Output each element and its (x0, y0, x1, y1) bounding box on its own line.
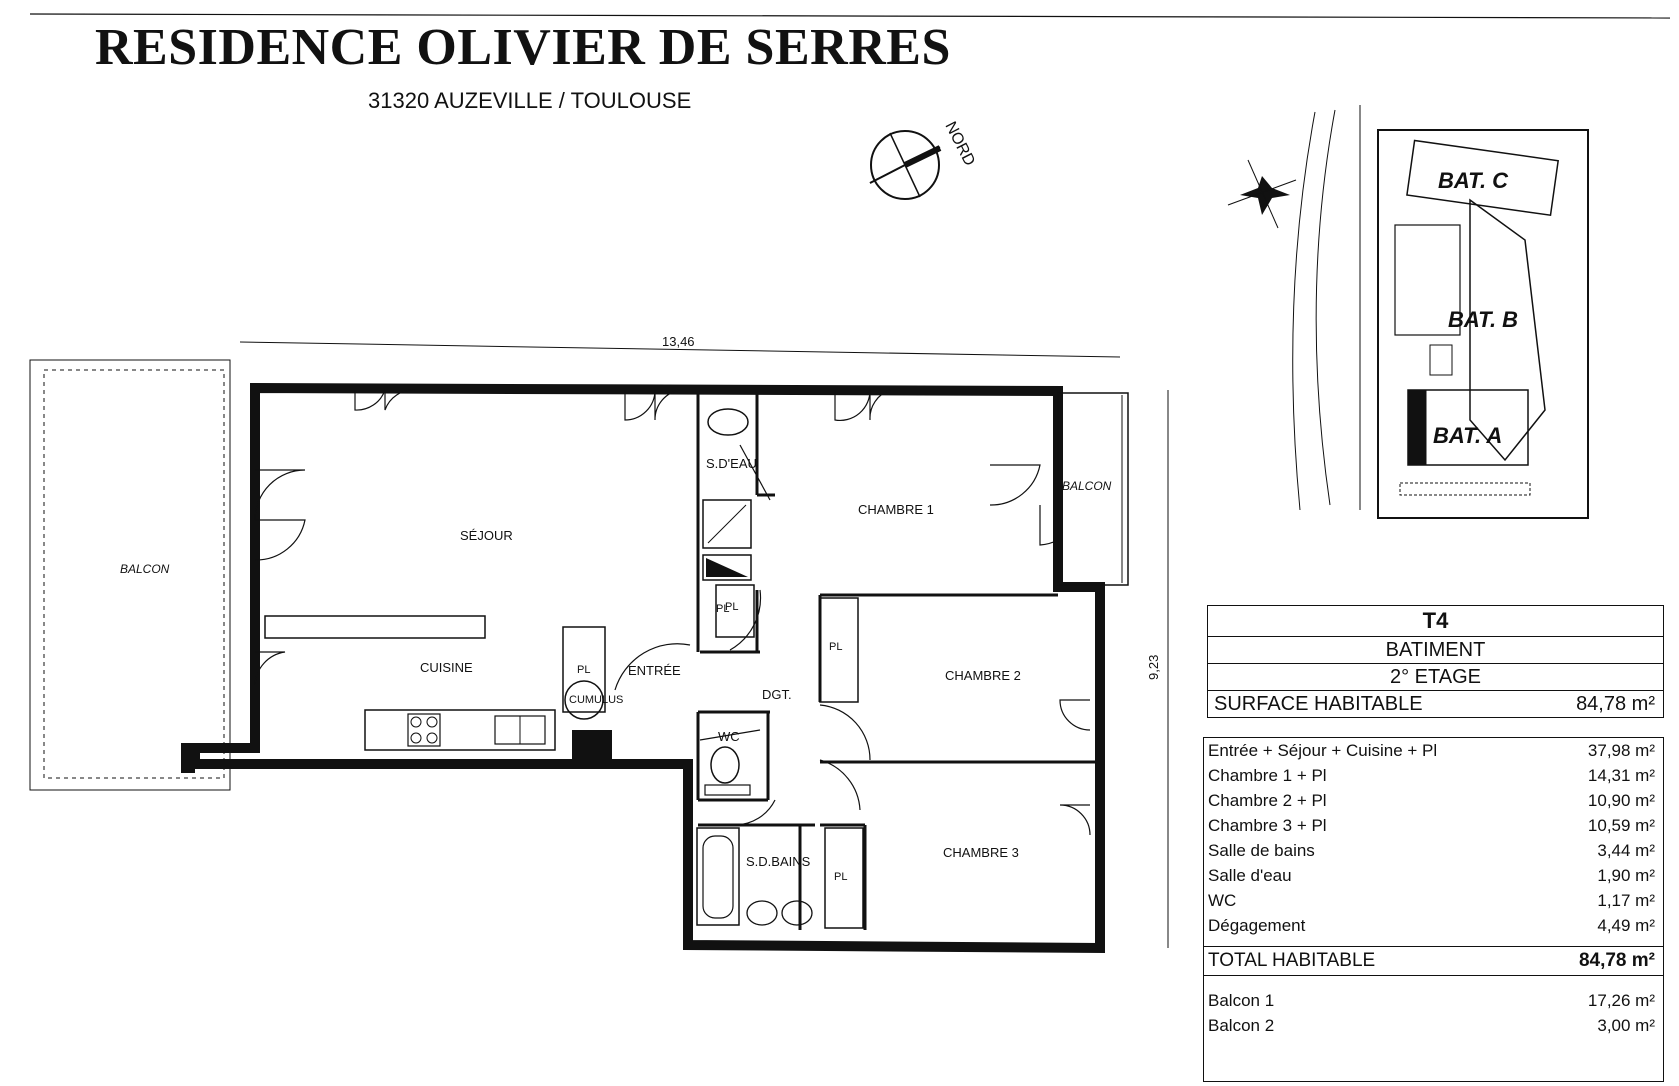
room-area: 37,98 m² (1587, 741, 1655, 760)
room-area: 1,17 m² (1597, 891, 1655, 910)
address: 31320 AUZEVILLE / TOULOUSE (368, 88, 692, 113)
total-value: 84,78 m² (1578, 950, 1655, 971)
top-rule (29, 13, 1671, 19)
closet-label: PL (577, 664, 590, 676)
balcony-area: 3,00 m² (1597, 1016, 1655, 1035)
building-b: BAT. B (1448, 307, 1518, 332)
room-area: 4,49 m² (1597, 916, 1655, 935)
interior-walls (696, 393, 1100, 930)
room-wc: WC (718, 729, 740, 744)
closet-label: PL (716, 603, 729, 615)
surface-value: 84,78 m² (1576, 693, 1655, 715)
width-dimension-line (239, 341, 1121, 358)
room-area: 14,31 m² (1587, 766, 1655, 785)
closet-label: PL (829, 641, 842, 653)
room-chambre3: CHAMBRE 3 (943, 845, 1019, 860)
room-area: 3,44 m² (1597, 841, 1655, 860)
room-area: 10,90 m² (1587, 791, 1655, 810)
room-sejour: SÉJOUR (460, 528, 513, 543)
total-row: TOTAL HABITABLE 84,78 m² (1204, 946, 1663, 976)
balcony-name: Balcon 2 (1208, 1016, 1275, 1035)
rooms-area-table: Entrée + Séjour + Cuisine + Pl 37,98 m² C… (1203, 737, 1664, 1082)
table-row: Salle de bains 3,44 m² (1204, 838, 1663, 863)
table-row: Balcon 2 3,00 m² (1204, 1013, 1663, 1038)
table-row: Entrée + Séjour + Cuisine + Pl 37,98 m² (1204, 738, 1663, 763)
room-chambre1: CHAMBRE 1 (858, 502, 934, 517)
table-row: Salle d'eau 1,90 m² (1204, 863, 1663, 888)
closet-label: PL (834, 871, 847, 883)
room-name: Chambre 2 + Pl (1208, 791, 1327, 810)
residence-title: RESIDENCE OLIVIER DE SERRES (95, 19, 951, 76)
batiment-label: BATIMENT (1208, 637, 1663, 664)
floor-label: 2° ETAGE (1208, 664, 1663, 691)
room-area: 1,90 m² (1597, 866, 1655, 885)
width-dimension: 13,46 (662, 334, 695, 349)
room-name: Salle d'eau (1208, 866, 1292, 885)
surface-label: SURFACE HABITABLE (1214, 693, 1423, 715)
balcony-name: Balcon 1 (1208, 991, 1275, 1010)
summary-table: T4 BATIMENT 2° ETAGE SURFACE HABITABLE 8… (1207, 605, 1664, 718)
site-compass-icon (1227, 159, 1297, 229)
compass-icon (869, 130, 942, 200)
room-name: Dégagement (1208, 916, 1306, 935)
compass-north-label: NORD (941, 119, 978, 169)
table-row: Balcon 1 17,26 m² (1204, 988, 1663, 1013)
table-row: WC 1,17 m² (1204, 888, 1663, 913)
room-sdeau: S.D'EAU (706, 456, 757, 471)
balcony-area: 17,26 m² (1587, 991, 1655, 1010)
door-swings (254, 389, 1091, 836)
room-dgt: DGT. (762, 687, 792, 702)
room-cuisine: CUISINE (420, 660, 473, 675)
balcon-right-label: BALCON (1062, 479, 1112, 493)
room-chambre2: CHAMBRE 2 (945, 668, 1021, 683)
balcon-left-label: BALCON (120, 562, 170, 576)
apartment-type: T4 (1208, 606, 1663, 637)
table-row: Chambre 3 + Pl 10,59 m² (1204, 813, 1663, 838)
total-label: TOTAL HABITABLE (1208, 950, 1376, 971)
building-c: BAT. C (1438, 168, 1509, 193)
room-name: Salle de bains (1208, 841, 1315, 860)
closet-label: PL (725, 601, 738, 613)
room-name: WC (1208, 891, 1237, 910)
height-dimension: 9,23 (1146, 655, 1161, 680)
building-a: BAT. A (1433, 423, 1502, 448)
room-name: Chambre 1 + Pl (1208, 766, 1327, 785)
room-sdbains: S.D.BAINS (746, 854, 811, 869)
room-name: Entrée + Séjour + Cuisine + Pl (1208, 741, 1438, 760)
table-row: Dégagement 4,49 m² (1204, 913, 1663, 938)
room-entree: ENTRÉE (628, 663, 681, 678)
room-area: 10,59 m² (1587, 816, 1655, 835)
room-name: Chambre 3 + Pl (1208, 816, 1327, 835)
site-plan (1292, 105, 1589, 519)
surface-row: SURFACE HABITABLE 84,78 m² (1208, 691, 1663, 717)
table-row: Chambre 2 + Pl 10,90 m² (1204, 788, 1663, 813)
table-row: Chambre 1 + Pl 14,31 m² (1204, 763, 1663, 788)
cumulus-label: CUMULUS (569, 694, 623, 706)
